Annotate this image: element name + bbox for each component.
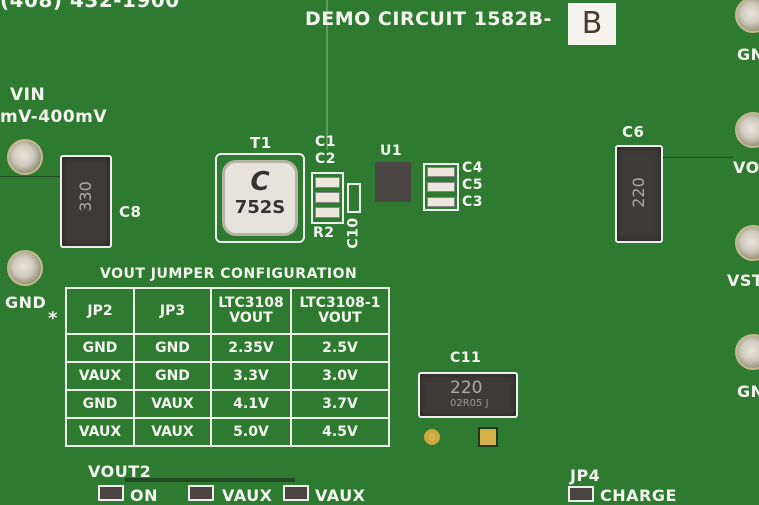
vin-range-label: mV-400mV: [0, 107, 108, 127]
r2-label: R2: [313, 225, 335, 241]
vstore-test-point[interactable]: [735, 225, 759, 261]
trace: [125, 478, 295, 482]
jp4-label: JP4: [570, 466, 601, 485]
charge-label: CHARGE: [600, 486, 677, 505]
jumper-on[interactable]: [98, 485, 124, 501]
right-label-gnd: GN: [737, 45, 759, 64]
cell: 3.3V: [210, 361, 292, 391]
vaux-label-1: VAUX: [222, 486, 273, 505]
c2-label: C2: [315, 151, 337, 167]
cell: 2.5V: [290, 333, 390, 363]
trace: [663, 157, 733, 158]
c1-c2-r2-outline: [311, 172, 344, 224]
vin-label: VIN: [10, 85, 46, 105]
c8-label: C8: [119, 203, 142, 221]
cell: 4.5V: [290, 417, 390, 447]
capacitor-c6: 220: [615, 145, 663, 243]
cell: 3.0V: [290, 361, 390, 391]
capacitor-c5: [427, 182, 455, 192]
ic-u1: [375, 162, 411, 202]
right-label-gnd-2: GN: [737, 382, 759, 401]
vaux-label-2: VAUX: [315, 486, 366, 505]
revision-label: B: [568, 3, 616, 45]
c11-label: C11: [450, 350, 482, 366]
vout2-label: VOUT2: [88, 462, 152, 481]
capacitor-c10: [347, 183, 361, 213]
phone-number-text: (408) 432-1900: [0, 0, 180, 12]
cell: GND: [133, 361, 212, 391]
on-label: ON: [130, 486, 158, 505]
cell: VAUX: [133, 417, 212, 447]
cell: GND: [65, 389, 135, 419]
asterisk: *: [48, 308, 58, 329]
right-label-vout: VO: [733, 158, 759, 177]
c4-label: C4: [462, 160, 484, 176]
t1-label: T1: [250, 134, 272, 152]
c3-label: C3: [462, 194, 484, 210]
table-header-row: JP2 JP3 LTC3108 VOUT LTC3108-1 VOUT: [65, 287, 390, 335]
c8-marking: 330: [75, 181, 95, 212]
right-label-vstore: VST: [727, 271, 759, 290]
t1-logo: C: [250, 167, 270, 197]
via-pad: [424, 429, 440, 445]
c5-label: C5: [462, 177, 484, 193]
jumper-vaux-1[interactable]: [188, 485, 214, 501]
c1-label: C1: [315, 134, 337, 150]
c6-marking: 220: [628, 177, 648, 208]
jumper-vaux-2[interactable]: [283, 485, 309, 501]
table-title: VOUT JUMPER CONFIGURATION: [100, 266, 358, 282]
capacitor-c1: [315, 177, 340, 188]
board-title: DEMO CIRCUIT 1582B-: [305, 8, 552, 30]
header-ltc3108: LTC3108 VOUT: [210, 287, 292, 335]
trace: [0, 176, 60, 177]
trace: [326, 0, 328, 150]
capacitor-c8: 330: [60, 155, 112, 248]
cell: 5.0V: [210, 417, 292, 447]
c4-c5-c3-outline: [423, 163, 459, 211]
cell: VAUX: [133, 389, 212, 419]
header-jp2: JP2: [65, 287, 135, 335]
c6-label: C6: [622, 123, 645, 141]
cell: GND: [65, 333, 135, 363]
gnd-test-point-bottom[interactable]: [735, 334, 759, 370]
t1-marking: 752S: [234, 197, 286, 218]
gnd-test-point-top[interactable]: [735, 0, 759, 33]
inductor-t1: C 752S: [222, 160, 298, 236]
cell: GND: [133, 333, 212, 363]
vin-test-point[interactable]: [7, 139, 43, 175]
vout-test-point[interactable]: [735, 112, 759, 148]
capacitor-c2: [315, 192, 340, 203]
capacitor-c3: [427, 197, 455, 207]
u1-label: U1: [380, 143, 403, 159]
c11-marking: 220: [450, 378, 483, 398]
c10-label: C10: [345, 217, 362, 249]
resistor-r2: [315, 207, 340, 218]
header-jp3: JP3: [133, 287, 212, 335]
cell: 3.7V: [290, 389, 390, 419]
cell: VAUX: [65, 417, 135, 447]
square-pad: [478, 427, 498, 447]
cell: VAUX: [65, 361, 135, 391]
header-ltc3108-1: LTC3108-1 VOUT: [290, 287, 390, 335]
t1-outline: [215, 153, 305, 243]
cell: 4.1V: [210, 389, 292, 419]
c11-code: 02R05 J: [450, 398, 489, 409]
gnd-test-point[interactable]: [7, 250, 43, 286]
cell: 2.35V: [210, 333, 292, 363]
capacitor-c4: [427, 167, 455, 177]
gnd-label: GND: [5, 293, 47, 312]
